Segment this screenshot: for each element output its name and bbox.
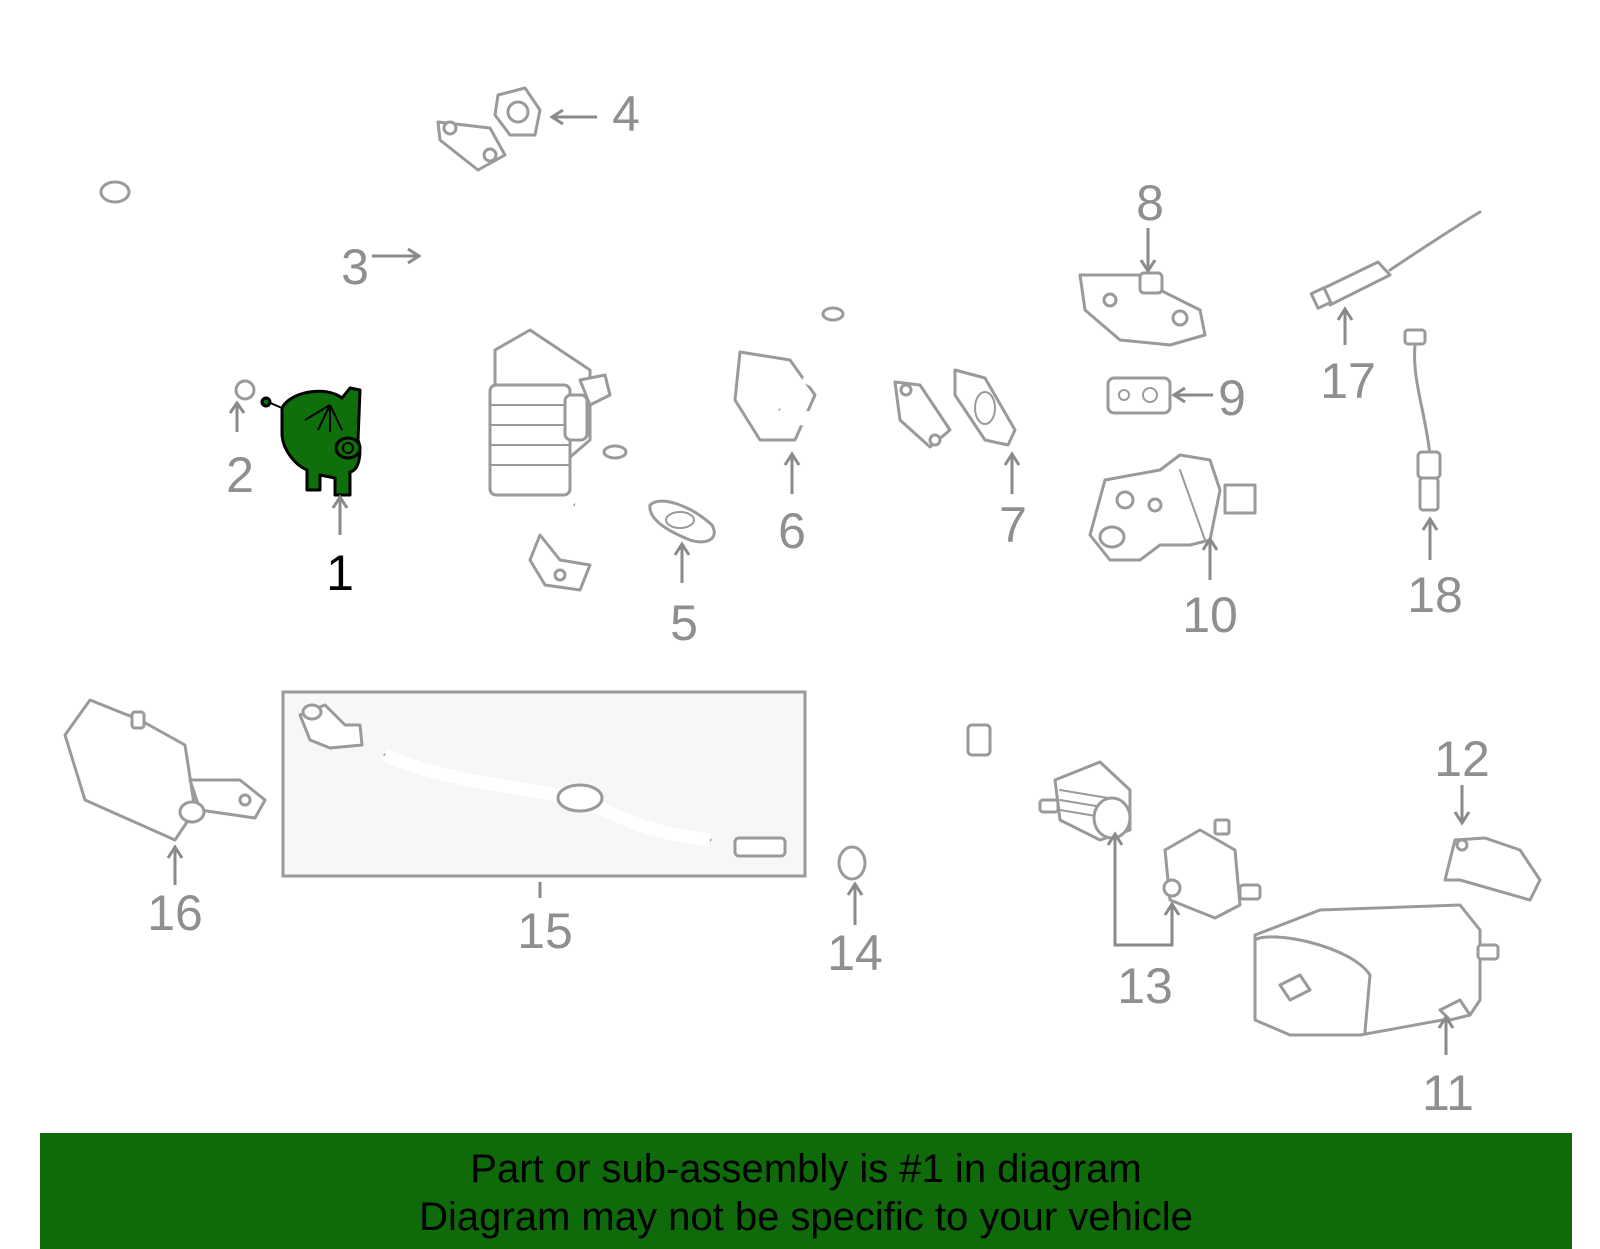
part-14-hose[interactable] <box>837 723 992 881</box>
part-16-reservoir[interactable] <box>63 698 267 842</box>
part-15-hose-kit[interactable] <box>281 690 807 878</box>
part-7-gasket[interactable] <box>953 368 1017 447</box>
callout-label-17[interactable]: 17 <box>1320 353 1376 409</box>
part-8-bracket[interactable] <box>1078 271 1207 347</box>
callout-label-4[interactable]: 4 <box>612 86 640 142</box>
part-17-sensor[interactable] <box>1309 210 1482 310</box>
callout-label-16[interactable]: 16 <box>147 885 203 941</box>
part-2-hose[interactable] <box>99 153 256 401</box>
part-3-egr-cooler[interactable] <box>416 120 628 592</box>
part-9-gasket[interactable] <box>1106 376 1172 415</box>
callout-label-2[interactable]: 2 <box>226 447 254 503</box>
callout-label-10[interactable]: 10 <box>1182 587 1238 643</box>
part-5-gasket[interactable] <box>648 499 716 544</box>
callout-label-18[interactable]: 18 <box>1407 567 1463 623</box>
callout-label-7[interactable]: 7 <box>999 497 1027 553</box>
callout-label-14[interactable]: 14 <box>827 925 883 981</box>
part-18-sensor[interactable] <box>1403 328 1442 512</box>
callout-leaders <box>166 108 1471 1055</box>
callout-label-9[interactable]: 9 <box>1218 370 1246 426</box>
callout-label-1[interactable]: 1 <box>326 545 354 601</box>
part-10-egr-valve[interactable] <box>1088 453 1257 562</box>
part-6-egr-pipe[interactable] <box>733 306 952 449</box>
part-11-canister[interactable] <box>1253 903 1500 1037</box>
callout-labels: 1 2 3 4 5 6 7 8 9 10 11 12 13 14 15 16 1… <box>147 86 1490 1121</box>
part-4-gasket[interactable] <box>493 86 542 137</box>
banner-line-1: Part or sub-assembly is #1 in diagram <box>470 1147 1142 1191</box>
callout-label-13[interactable]: 13 <box>1117 958 1173 1014</box>
part-1-valve[interactable] <box>260 386 362 497</box>
callout-label-3[interactable]: 3 <box>341 239 369 295</box>
callout-label-11[interactable]: 11 <box>1422 1065 1474 1121</box>
part-12-bracket[interactable] <box>1443 836 1542 902</box>
callout-label-5[interactable]: 5 <box>670 595 698 651</box>
info-banner: Part or sub-assembly is #1 in diagram Di… <box>40 1133 1572 1249</box>
callout-label-6[interactable]: 6 <box>778 503 806 559</box>
callout-label-8[interactable]: 8 <box>1136 175 1164 231</box>
banner-line-2: Diagram may not be specific to your vehi… <box>419 1195 1193 1239</box>
callout-label-15[interactable]: 15 <box>517 903 573 959</box>
part-13-solenoid-valves[interactable] <box>1038 760 1262 920</box>
callout-label-12[interactable]: 12 <box>1434 731 1490 787</box>
